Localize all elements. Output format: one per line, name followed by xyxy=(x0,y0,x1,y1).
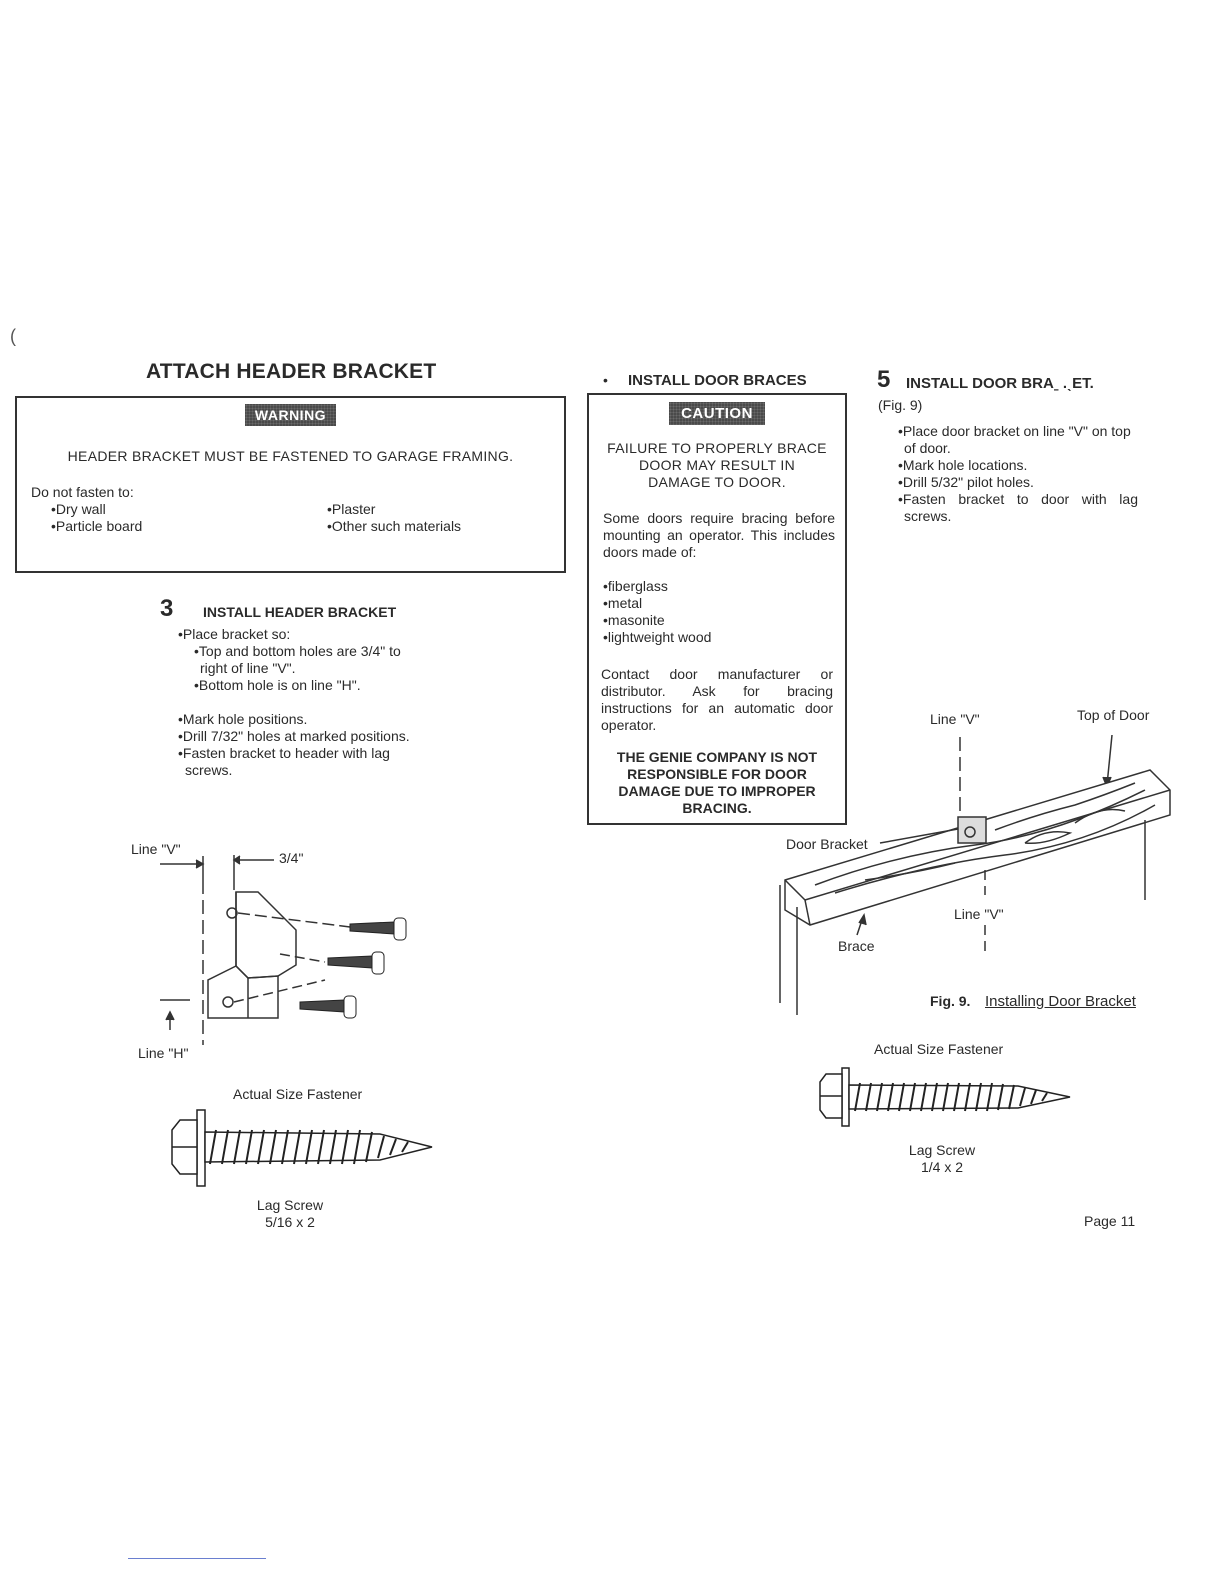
step3-number: 3 xyxy=(160,595,174,622)
fig-left-dim-label: 3/4" xyxy=(279,850,304,866)
fastener-right-caption: Actual Size Fastener xyxy=(874,1041,1004,1057)
caution-badge: CAUTION xyxy=(669,402,765,425)
caution-warning: FAILURE TO PROPERLY BRACE DOOR MAY RESUL… xyxy=(607,440,827,490)
step3-line: •Bottom hole is on line "H". xyxy=(194,677,361,693)
caution-paragraph-1: Some doors require bracing before mounti… xyxy=(603,510,835,560)
lag-screw-left-icon xyxy=(171,1109,433,1187)
scan-mark: ( xyxy=(10,326,16,346)
caution-disclaimer: THE GENIE COMPANY IS NOT RESPONSIBLE FOR… xyxy=(616,749,818,816)
step3-line: •Fasten bracket to header with lag screw… xyxy=(178,745,390,778)
fig-left-line-v-label: Line "V" xyxy=(131,841,181,857)
warning-box: WARNING HEADER BRACKET MUST BE FASTENED … xyxy=(15,396,566,573)
step5-number: 5 xyxy=(877,366,891,393)
scan-line xyxy=(128,1558,266,1559)
fastener-left-name: Lag Screw xyxy=(256,1197,324,1213)
step5-instructions: •Place door bracket on line "V" on top o… xyxy=(898,423,1138,525)
step3-line: •Place bracket so: xyxy=(178,626,291,642)
caution-box: CAUTION FAILURE TO PROPERLY BRACE DOOR M… xyxy=(587,393,847,825)
fig9-caption-prefix: Fig. 9. xyxy=(930,993,971,1009)
page-number: Page 11 xyxy=(1084,1213,1136,1229)
caution-paragraph-2: Contact door manufacturer or distributor… xyxy=(601,666,833,733)
step3-line: right of line "V". xyxy=(200,660,296,676)
bullet-mark: • xyxy=(603,372,608,388)
lag-screw-right-icon xyxy=(819,1067,1071,1127)
material-item: •fiberglass xyxy=(603,578,668,594)
fig9-caption: Installing Door Bracket xyxy=(985,993,1136,1010)
step5-line: •Place door bracket on line "V" on top o… xyxy=(898,423,1131,456)
warning-list-col2: •Plaster •Other such materials xyxy=(327,501,461,535)
material-item: •masonite xyxy=(603,612,665,628)
warning-intro: Do not fasten to: xyxy=(31,484,134,500)
step3-line: •Drill 7/32" holes at marked positions. xyxy=(178,728,410,744)
material-item: •metal xyxy=(603,595,643,611)
step5-line: •Mark hole locations. xyxy=(898,457,1028,473)
fastener-right-name: Lag Screw xyxy=(908,1142,976,1158)
step3-line: •Mark hole positions. xyxy=(178,711,308,727)
header-bracket-diagram xyxy=(160,855,407,1045)
step5-title: INSTALL DOOR BRAˍ .ˎET. xyxy=(906,375,1094,392)
fig9-door-bracket-label: Door Bracket xyxy=(786,836,868,852)
warning-headline: HEADER BRACKET MUST BE FASTENED TO GARAG… xyxy=(67,448,514,464)
warning-badge: WARNING xyxy=(244,404,337,426)
fig9-line-v-top-label: Line "V" xyxy=(930,711,980,727)
material-item: •lightweight wood xyxy=(603,629,712,645)
warning-item: •Dry wall xyxy=(51,501,106,517)
caution-materials: •fiberglass •metal •masonite •lightweigh… xyxy=(603,578,711,646)
step5-line: •Drill 5/32" pilot holes. xyxy=(898,474,1034,490)
step5-fig-ref: (Fig. 9) xyxy=(878,397,923,413)
fastener-left-size: 5/16 x 2 xyxy=(265,1214,315,1230)
fig9-brace-label: Brace xyxy=(838,938,875,954)
page-title: ATTACH HEADER BRACKET xyxy=(146,360,437,383)
warning-item: •Particle board xyxy=(51,518,143,534)
fig-left-line-h-label: Line "H" xyxy=(138,1045,189,1061)
warning-list-col1: •Dry wall •Particle board xyxy=(51,501,142,535)
fig9-top-of-door-label: Top of Door xyxy=(1077,707,1150,723)
fastener-right-size: 1/4 x 2 xyxy=(920,1159,964,1175)
warning-item: •Other such materials xyxy=(327,518,462,534)
door-bracket-diagram xyxy=(779,735,1171,1015)
step5-line: •Fasten bracket to door with lag screws. xyxy=(898,491,1138,524)
step3-instructions: •Place bracket so: •Top and bottom holes… xyxy=(178,626,418,779)
step3-title: INSTALL HEADER BRACKET xyxy=(203,604,397,620)
fig9-line-v-bottom-label: Line "V" xyxy=(954,906,1004,922)
step3-line: •Top and bottom holes are 3/4" to xyxy=(194,643,401,659)
warning-item: •Plaster xyxy=(327,501,376,517)
braces-title: INSTALL DOOR BRACES xyxy=(628,372,807,389)
fastener-left-caption: Actual Size Fastener xyxy=(233,1086,363,1102)
